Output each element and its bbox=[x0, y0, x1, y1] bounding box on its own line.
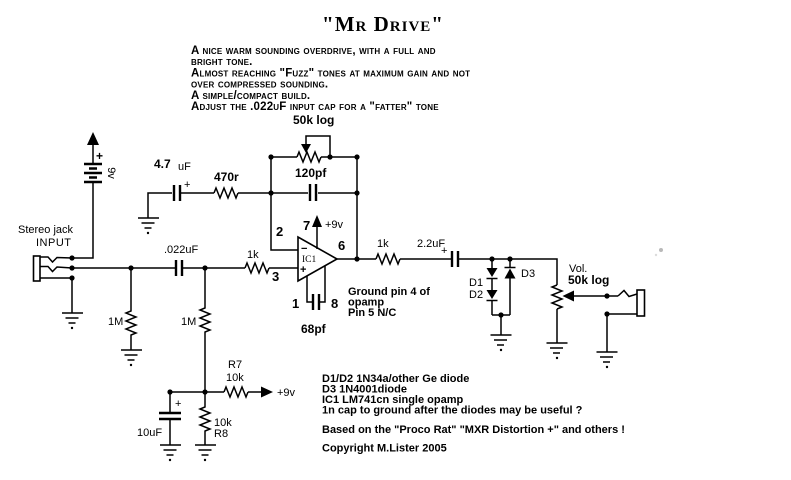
battery-plus-label: + bbox=[96, 149, 103, 163]
feedback-wires bbox=[270, 157, 358, 259]
battery-voltage-label: 9v bbox=[105, 167, 117, 179]
battery-9v: + 9v bbox=[72, 132, 117, 259]
clipping-diodes: D1 D2 D3 bbox=[469, 259, 535, 335]
capacitor-bias-plus: + bbox=[175, 398, 181, 410]
supply-bias-label: +9v bbox=[277, 387, 296, 399]
resistor-r8-value: 10k bbox=[214, 417, 232, 429]
ground-symbol bbox=[121, 349, 142, 367]
description-line: A nice warm sounding overdrive, with a f… bbox=[191, 45, 436, 57]
note-line: D3 1N4001diode bbox=[322, 384, 407, 396]
supply-arrow-icon bbox=[261, 386, 273, 398]
opamp-pin8-label: 8 bbox=[331, 296, 338, 311]
capacitor-output-plus: + bbox=[441, 245, 447, 257]
jack-body bbox=[636, 289, 646, 317]
capacitor-output-label: 2.2uF bbox=[417, 238, 445, 250]
notes-block: D1/D2 1N34a/other Ge diode D3 1N4001diod… bbox=[322, 373, 625, 455]
jack-body bbox=[32, 255, 41, 282]
capacitor-bias-label: 10uF bbox=[137, 427, 162, 439]
capacitor-feedback-4u7: 4.7 uF + bbox=[147, 157, 214, 218]
resistor-feedback-470r: 470r bbox=[213, 170, 271, 201]
resistor-feedback-label: 470r bbox=[214, 170, 239, 184]
note-line: D1/D2 1N34a/other Ge diode bbox=[322, 373, 469, 385]
description-line: over compressed sounding. bbox=[191, 79, 328, 91]
opamp-pin7-label: 7 bbox=[303, 218, 310, 233]
opamp-note-line: Pin 5 N/C bbox=[348, 307, 396, 319]
diode-d2-label: D2 bbox=[469, 289, 483, 301]
resistor-r7-name: R7 bbox=[228, 359, 242, 371]
scan-artifact bbox=[654, 248, 663, 257]
capacitor-feedback-unit: uF bbox=[178, 161, 191, 173]
capacitor-input-label: .022uF bbox=[164, 244, 199, 256]
potentiometer-volume-label: 50k log bbox=[568, 273, 609, 287]
opamp-note-line: Ground pin 4 of bbox=[348, 286, 430, 298]
note-line: IC1 LM741cn single opamp bbox=[322, 394, 463, 406]
capacitor-bypass-label: 68pf bbox=[301, 322, 327, 336]
diode-d2-icon bbox=[486, 290, 498, 299]
opamp-pin6-label: 6 bbox=[338, 238, 345, 253]
diode-d3-icon bbox=[504, 268, 516, 279]
resistor-bias-1m: 1M bbox=[181, 268, 213, 392]
resistor-output-1k: 1k bbox=[375, 238, 401, 267]
opamp-pin1-label: 1 bbox=[292, 296, 299, 311]
opamp-pin3-label: 3 bbox=[272, 269, 279, 284]
description-line: Almost reaching "Fuzz" tones at maximum … bbox=[191, 67, 470, 79]
note-line: Copyright M.Lister 2005 bbox=[322, 443, 447, 455]
resistor-input-1k: 1k bbox=[244, 249, 270, 276]
potentiometer-gain: 50k log bbox=[271, 113, 357, 165]
opamp-noninverting-label: + bbox=[300, 264, 306, 276]
diode-d1-icon bbox=[486, 268, 498, 277]
ground-symbol bbox=[160, 444, 181, 462]
description-line: bright tone. bbox=[191, 56, 253, 68]
opamp-note-line: opamp bbox=[348, 297, 384, 309]
opamp-inverting-label: − bbox=[301, 243, 307, 255]
resistor-pulldown-1m: 1M bbox=[108, 268, 139, 350]
capacitor-input: .022uF bbox=[164, 244, 199, 276]
resistor-r7-value: 10k bbox=[226, 372, 244, 384]
output-jack bbox=[606, 289, 646, 352]
diode-d1-label: D1 bbox=[469, 277, 483, 289]
junction-dots bbox=[69, 154, 610, 395]
opamp-name-label: IC1 bbox=[302, 255, 317, 265]
capacitor-comp-120pf: 120pf bbox=[271, 166, 357, 201]
ground-symbol bbox=[62, 312, 83, 330]
ground-symbol bbox=[195, 444, 216, 462]
resistor-input-label: 1k bbox=[247, 249, 259, 261]
capacitor-feedback-plus: + bbox=[184, 179, 190, 191]
bias-network: R7 10k +9v 10k R8 + 10uF bbox=[137, 359, 296, 445]
potentiometer-gain-label: 50k log bbox=[293, 113, 334, 127]
page-title: "Mr Drive" bbox=[322, 12, 444, 36]
potentiometer-volume: Vol. 50k log bbox=[549, 263, 618, 343]
capacitor-comp-label: 120pf bbox=[295, 166, 327, 180]
description-line: A simple/compact build. bbox=[191, 90, 310, 102]
diode-d3-label: D3 bbox=[521, 268, 535, 280]
header: "Mr Drive" A nice warm sounding overdriv… bbox=[191, 12, 470, 113]
ground-symbol bbox=[596, 351, 618, 369]
input-jack: Stereo jack INPUT bbox=[18, 224, 74, 313]
capacitor-output-2u2: 2.2uF + bbox=[417, 238, 460, 267]
ground-symbol bbox=[138, 217, 159, 235]
supply-arrow-icon bbox=[87, 132, 99, 145]
resistor-bias-label: 1M bbox=[181, 316, 196, 328]
pot-wiper-arrow-icon bbox=[562, 290, 574, 302]
supply-arrow-icon bbox=[312, 215, 322, 227]
supply-pin7-label: +9v bbox=[325, 219, 344, 231]
description-line: Adjust the .022uF input cap for a "fatte… bbox=[191, 101, 439, 113]
volume-name-label: Vol. bbox=[569, 263, 587, 275]
ground-symbol bbox=[490, 334, 512, 352]
pot-wiper-arrow-icon bbox=[301, 144, 311, 153]
opamp-pin2-label: 2 bbox=[276, 224, 283, 239]
ground-symbols bbox=[62, 217, 618, 462]
opamp-ic1: − IC1 + 2 3 7 6 1 8 +9v 68pf Ground pin … bbox=[272, 215, 430, 336]
capacitor-feedback-value: 4.7 bbox=[154, 157, 171, 171]
note-line: 1n cap to ground after the diodes may be… bbox=[322, 405, 583, 417]
input-jack-name-label: INPUT bbox=[36, 237, 72, 249]
ground-symbol bbox=[546, 342, 568, 360]
resistor-pulldown-label: 1M bbox=[108, 316, 123, 328]
input-jack-type-label: Stereo jack bbox=[18, 224, 74, 236]
note-line: Based on the "Proco Rat" "MXR Distortion… bbox=[322, 424, 625, 436]
resistor-output-label: 1k bbox=[377, 238, 389, 250]
resistor-r8-name: R8 bbox=[214, 428, 228, 440]
